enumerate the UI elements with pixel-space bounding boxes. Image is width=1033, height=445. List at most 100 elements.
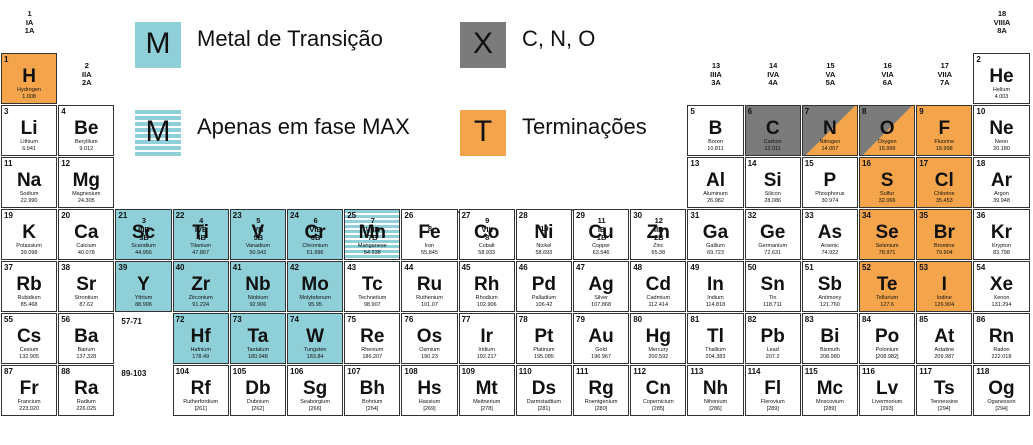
atomic-mass: 183.84 xyxy=(306,354,324,360)
group-label: 15 VA 5A xyxy=(825,61,836,87)
element-symbol: Ca xyxy=(74,222,99,243)
atomic-number: 14 xyxy=(747,159,757,168)
atomic-number: 18 xyxy=(976,159,986,168)
element-symbol: Ti xyxy=(192,222,209,243)
series-range-label: 57-71 xyxy=(121,317,142,326)
element-symbol: Rg xyxy=(588,378,614,399)
atomic-mass: 91.224 xyxy=(192,302,210,308)
atomic-number: 43 xyxy=(347,263,357,272)
atomic-mass: 178.49 xyxy=(192,354,210,360)
element-symbol: Bh xyxy=(359,378,385,399)
